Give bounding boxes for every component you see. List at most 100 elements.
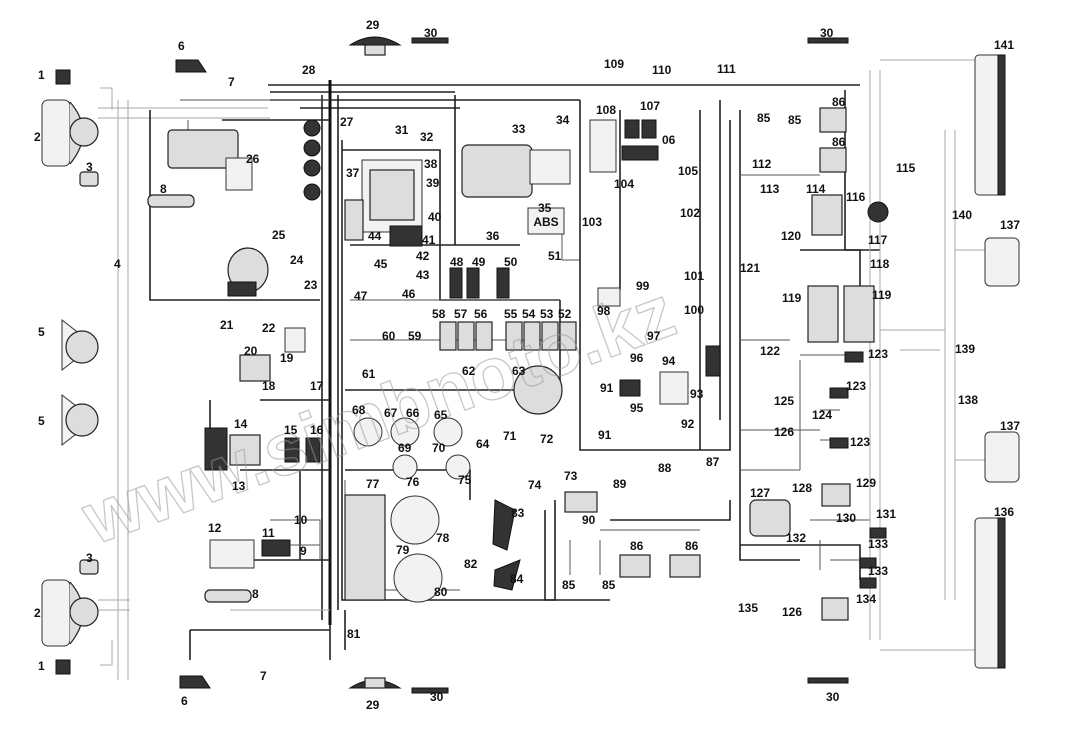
roof-lamp-bottom [348, 677, 402, 689]
control-unit-12 [209, 539, 255, 569]
lamp-8-bottom [204, 589, 252, 603]
callout-16: 16 [310, 423, 324, 437]
callout-58: 58 [432, 307, 446, 321]
valve-group-114 [811, 194, 889, 236]
callout-52: 52 [558, 307, 572, 321]
callout-56: 56 [474, 307, 488, 321]
callout-130: 130 [836, 511, 856, 525]
starter-motor [461, 144, 571, 198]
callout-139: 139 [955, 342, 975, 356]
steering-switch [204, 427, 321, 471]
relay-108-107 [589, 119, 659, 173]
callout-132: 132 [786, 531, 806, 545]
callout-113: 113 [760, 182, 780, 196]
sensor-90 [564, 491, 598, 513]
callout-68: 68 [352, 403, 366, 417]
unit-20 [239, 354, 271, 382]
callout-97: 97 [647, 329, 661, 343]
valves-86-lower [619, 554, 701, 578]
headlamp-bottom-left [41, 559, 99, 675]
callout-93: 93 [690, 387, 704, 401]
fuse-box [344, 159, 423, 247]
switch-panel [344, 494, 386, 601]
callout-37: 37 [346, 166, 360, 180]
callout-114: 114 [806, 182, 826, 196]
callout-90: 90 [582, 513, 596, 527]
callout-30: 30 [820, 26, 834, 40]
relay-row-upper [449, 267, 510, 299]
marker-lamp-bottom [179, 675, 211, 689]
callout-123: 123 [850, 435, 870, 449]
callout-121: 121 [740, 261, 760, 275]
callout-1: 1 [38, 659, 45, 673]
callout-36: 36 [486, 229, 500, 243]
callout-73: 73 [564, 469, 578, 483]
sensor-93 [705, 345, 721, 377]
callout-84: 84 [510, 572, 524, 586]
headlamp-top-left [41, 69, 99, 187]
callout-85: 85 [602, 578, 616, 592]
callout-12: 12 [208, 521, 222, 535]
callout-138: 138 [958, 393, 978, 407]
callout-45: 45 [374, 257, 388, 271]
callout-53: 53 [540, 307, 554, 321]
sensor-group [829, 351, 887, 589]
callout-50: 50 [504, 255, 518, 269]
callout-5: 5 [38, 414, 45, 428]
callout-92: 92 [681, 417, 695, 431]
callout-1: 1 [38, 68, 45, 82]
unit-93-battery [659, 371, 689, 405]
callout-85: 85 [788, 113, 802, 127]
callout-60: 60 [382, 329, 396, 343]
callout-104: 104 [614, 177, 634, 191]
callout-78: 78 [436, 531, 450, 545]
callout-43: 43 [416, 268, 430, 282]
callout-126: 126 [774, 425, 794, 439]
callout-15: 15 [284, 423, 298, 437]
callout-108: 108 [596, 103, 616, 117]
callout-29: 29 [366, 698, 380, 712]
callout-6: 6 [181, 694, 188, 708]
valve-129 [821, 483, 851, 507]
callout-47: 47 [354, 289, 368, 303]
callout-2: 2 [34, 606, 41, 620]
callout-33: 33 [512, 122, 526, 136]
callout-112: 112 [752, 157, 772, 171]
callout-71: 71 [503, 429, 517, 443]
callout-86: 86 [832, 95, 846, 109]
callout-44: 44 [368, 229, 382, 243]
tachometer [393, 553, 443, 603]
callout-79: 79 [396, 543, 410, 557]
callout-3: 3 [86, 551, 93, 565]
callout-11: 11 [262, 526, 275, 540]
callout-30: 30 [826, 690, 840, 704]
callout-6: 6 [178, 39, 185, 53]
callout-48: 48 [450, 255, 464, 269]
callout-126: 126 [782, 605, 802, 619]
callout-110: 110 [652, 63, 672, 77]
callout-59: 59 [408, 329, 422, 343]
callout-49: 49 [472, 255, 486, 269]
callout-35: 35 [538, 201, 552, 215]
rear-lamp-141 [974, 54, 1006, 196]
callout-120: 120 [781, 229, 801, 243]
relay-11 [261, 539, 291, 557]
callout-27: 27 [340, 115, 354, 129]
pedal-84 [493, 559, 521, 591]
callout-26: 26 [246, 152, 260, 166]
callout-24: 24 [290, 253, 304, 267]
callout-91: 91 [600, 381, 614, 395]
callout-67: 67 [384, 406, 398, 420]
valve-134 [821, 597, 849, 621]
callout-102: 102 [680, 206, 700, 220]
callout-141: 141 [994, 38, 1014, 52]
callout-46: 46 [402, 287, 416, 301]
horn-top [61, 318, 99, 372]
callout-129: 129 [856, 476, 876, 490]
callout-38: 38 [424, 157, 438, 171]
callout-85: 85 [562, 578, 576, 592]
callout-41: 41 [422, 233, 436, 247]
callout-136: 136 [994, 505, 1014, 519]
callout-54: 54 [522, 307, 536, 321]
connector-stack [303, 119, 321, 201]
